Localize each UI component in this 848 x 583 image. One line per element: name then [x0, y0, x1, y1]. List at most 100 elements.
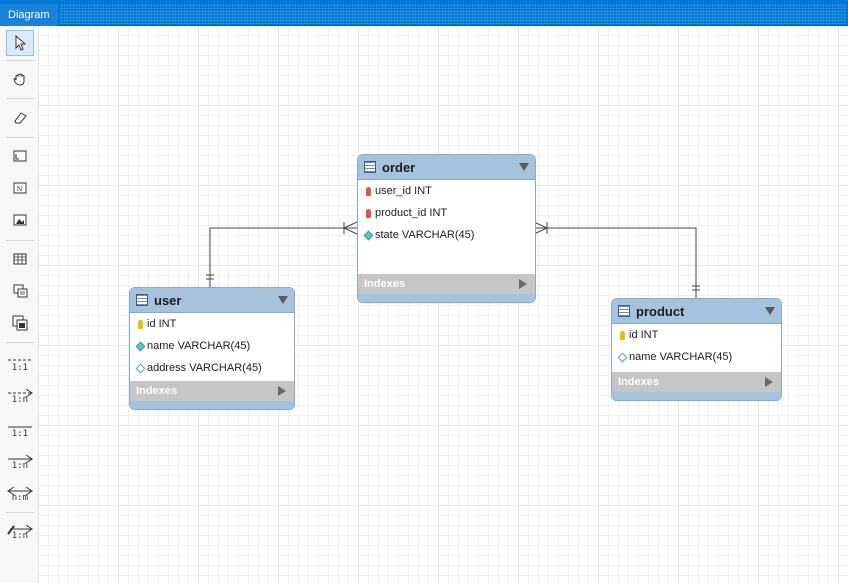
eraser-icon [14, 112, 27, 124]
column-label: product_id INT [375, 207, 448, 219]
cursor-icon [15, 35, 27, 51]
column-row[interactable]: id INT [612, 324, 781, 346]
column-filled-diamond-icon [363, 230, 373, 240]
rel-1-1-identifying[interactable]: 1:1 [6, 416, 34, 440]
rel-1-1-non-identifying[interactable]: 1:1 [6, 350, 34, 374]
column-empty-diamond-icon [135, 363, 145, 373]
view-icon [13, 284, 27, 298]
note-tool[interactable]: N [6, 175, 34, 201]
column-row[interactable]: name VARCHAR(45) [130, 335, 294, 357]
collapse-triangle-icon[interactable] [519, 163, 529, 171]
rel-1-n-existing-columns[interactable]: 1:n [6, 518, 34, 542]
entity-product[interactable]: product id INT name VARCHAR(45) Indexes [611, 298, 782, 401]
entity-name: product [636, 303, 685, 319]
entity-name: user [154, 292, 182, 308]
table-icon [618, 305, 630, 317]
entity-header[interactable]: user [130, 288, 294, 313]
titlebar-hatch [60, 4, 846, 24]
toolbar-separator [6, 98, 34, 99]
primary-key-icon [136, 319, 144, 329]
relationship-1-n-dashed-icon [8, 388, 33, 398]
rel-n-m-identifying[interactable]: n:m [6, 480, 34, 504]
column-label: state VARCHAR(45) [375, 229, 475, 241]
column-filled-diamond-icon [135, 341, 145, 351]
relationship-user-order[interactable] [206, 221, 358, 287]
layer-icon [13, 150, 27, 162]
entity-order[interactable]: order user_id INT product_id INT state V… [357, 154, 536, 303]
indexes-section[interactable]: Indexes [130, 381, 294, 401]
entity-header[interactable]: order [358, 155, 535, 180]
entity-footer [612, 392, 781, 400]
pointer-tool[interactable] [6, 30, 34, 56]
collapse-triangle-icon[interactable] [765, 307, 775, 315]
foreign-key-icon [364, 186, 372, 196]
image-icon [13, 214, 27, 226]
routine-group-tool[interactable] [6, 310, 34, 336]
eraser-tool[interactable] [6, 104, 34, 130]
entity-user[interactable]: user id INT name VARCHAR(45) address VAR… [129, 287, 295, 410]
column-label: name VARCHAR(45) [629, 351, 733, 363]
toolbar-separator [6, 137, 34, 138]
indexes-label: Indexes [618, 376, 659, 388]
view-tool[interactable] [6, 278, 34, 304]
image-tool[interactable] [6, 207, 34, 233]
column-label: id INT [629, 329, 659, 341]
table-icon [364, 161, 376, 173]
toolbar-separator [6, 240, 34, 241]
expand-arrow-icon[interactable] [765, 377, 773, 387]
note-icon: N [13, 182, 27, 194]
rel-1-n-non-identifying[interactable]: 1:n [6, 382, 34, 406]
column-row[interactable]: user_id INT [358, 180, 535, 202]
relationship-1-1-icon [8, 426, 32, 428]
table-icon [136, 294, 148, 306]
routine-group-icon [12, 315, 28, 331]
relationship-1-n-pick-icon [7, 524, 33, 535]
column-row[interactable]: name VARCHAR(45) [612, 346, 781, 368]
hand-tool[interactable] [6, 66, 34, 92]
indexes-label: Indexes [364, 278, 405, 290]
svg-text:N: N [17, 186, 22, 193]
expand-arrow-icon[interactable] [519, 279, 527, 289]
column-row[interactable]: id INT [130, 313, 294, 335]
table-icon [13, 253, 27, 265]
foreign-key-icon [364, 208, 372, 218]
relationship-n-m-icon [7, 486, 33, 496]
relationship-1-1-dashed-icon [8, 359, 32, 361]
column-row[interactable]: product_id INT [358, 202, 535, 224]
column-row[interactable]: state VARCHAR(45) [358, 224, 535, 246]
diagram-titlebar: Diagram [0, 0, 848, 26]
relationship-label: 1:1 [11, 429, 28, 439]
column-label: name VARCHAR(45) [147, 340, 251, 352]
column-label: id INT [147, 318, 177, 330]
indexes-section[interactable]: Indexes [612, 372, 781, 392]
relationship-label: 1:n [11, 531, 28, 541]
indexes-label: Indexes [136, 385, 177, 397]
toolbar-separator [6, 512, 34, 513]
hand-icon [13, 73, 25, 86]
toolbar-separator [6, 60, 34, 61]
collapse-triangle-icon[interactable] [278, 296, 288, 304]
rel-1-n-identifying[interactable]: 1:n [6, 448, 34, 472]
table-tool[interactable] [6, 246, 34, 272]
relationship-product-order[interactable] [533, 221, 700, 298]
relationship-label: 1:1 [11, 363, 28, 373]
relationship-label: n:m [11, 493, 28, 503]
indexes-section[interactable]: Indexes [358, 274, 535, 294]
relationship-label: 1:n [11, 461, 28, 471]
diagram-tab[interactable]: Diagram [0, 4, 58, 26]
relationship-1-n-icon [8, 454, 33, 464]
entity-name: order [382, 159, 416, 175]
toolbar-separator [6, 342, 34, 343]
expand-arrow-icon[interactable] [278, 386, 286, 396]
diagram-toolbar: N 1:1 1:n 1:1 1:n n:m 1:n [0, 26, 39, 583]
entity-header[interactable]: product [612, 299, 781, 324]
column-row[interactable]: address VARCHAR(45) [130, 357, 294, 379]
primary-key-icon [618, 330, 626, 340]
relationship-label: 1:n [11, 395, 28, 405]
entity-footer [358, 294, 535, 302]
entity-footer [130, 401, 294, 409]
layer-tool[interactable] [6, 143, 34, 169]
column-label: user_id INT [375, 185, 432, 197]
column-empty-diamond-icon [617, 352, 627, 362]
